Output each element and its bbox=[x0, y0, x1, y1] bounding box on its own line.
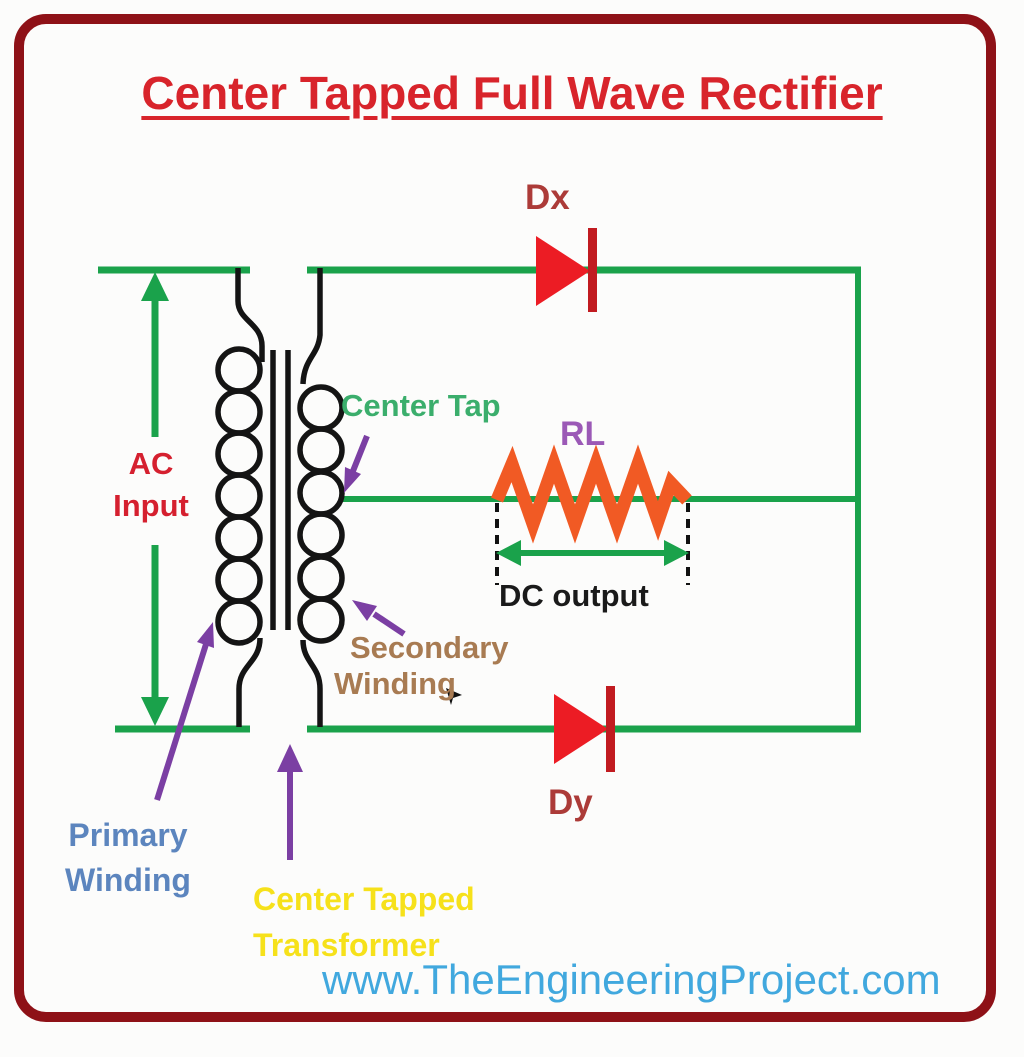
primary-winding-coil bbox=[215, 346, 263, 646]
secondary-winding-coil bbox=[297, 384, 345, 644]
resistor-rl-icon bbox=[491, 444, 692, 544]
ac-input-arrow bbox=[141, 272, 169, 726]
cursor-artifact bbox=[446, 688, 462, 705]
diode-dy-label: Dy bbox=[548, 783, 593, 822]
ac-input-label: AC Input bbox=[92, 443, 210, 527]
secondary-bottom-lead bbox=[300, 639, 323, 727]
arrowhead-down-icon bbox=[141, 697, 169, 726]
primary-winding-line2: Winding bbox=[65, 862, 191, 898]
secondary-winding-label-line1: Secondary bbox=[350, 630, 509, 665]
transformer-line2: Transformer bbox=[253, 927, 440, 963]
primary-bottom-lead bbox=[236, 637, 263, 727]
transformer-line1: Center Tapped bbox=[253, 881, 475, 917]
primary-winding-label: Primary Winding bbox=[40, 813, 216, 903]
secondary-top-lead bbox=[300, 268, 323, 385]
annotation-arrows bbox=[154, 434, 406, 860]
border-frame bbox=[14, 14, 996, 1022]
arrowhead-up-icon bbox=[141, 272, 169, 301]
secondary-winding-arrow bbox=[352, 600, 406, 637]
dc-output-label: DC output bbox=[499, 578, 649, 613]
arrowhead-left-icon bbox=[496, 540, 521, 566]
primary-winding-line1: Primary bbox=[68, 817, 188, 853]
secondary-winding-label-line2: Winding bbox=[334, 666, 456, 701]
watermark: www.TheEngineeringProject.com bbox=[322, 956, 941, 1003]
dc-output-measure bbox=[495, 503, 690, 585]
primary-top-lead bbox=[235, 268, 265, 362]
transformer-label: Center Tapped Transformer bbox=[253, 876, 475, 968]
diode-dx-icon bbox=[536, 228, 597, 312]
resistor-rl-label: RL bbox=[560, 415, 606, 453]
diode-dy-icon bbox=[554, 686, 615, 772]
primary-winding-arrow bbox=[154, 622, 214, 801]
ac-input-line2: Input bbox=[113, 488, 189, 523]
transformer bbox=[215, 268, 345, 727]
transformer-arrow bbox=[277, 744, 303, 860]
arrowhead-right-icon bbox=[664, 540, 689, 566]
center-tap-arrow bbox=[344, 434, 370, 493]
diode-dx-label: Dx bbox=[525, 178, 570, 217]
page-title: Center Tapped Full Wave Rectifier bbox=[141, 67, 883, 119]
ac-input-line1: AC bbox=[128, 446, 174, 481]
center-tap-label: Center Tap bbox=[341, 388, 501, 423]
